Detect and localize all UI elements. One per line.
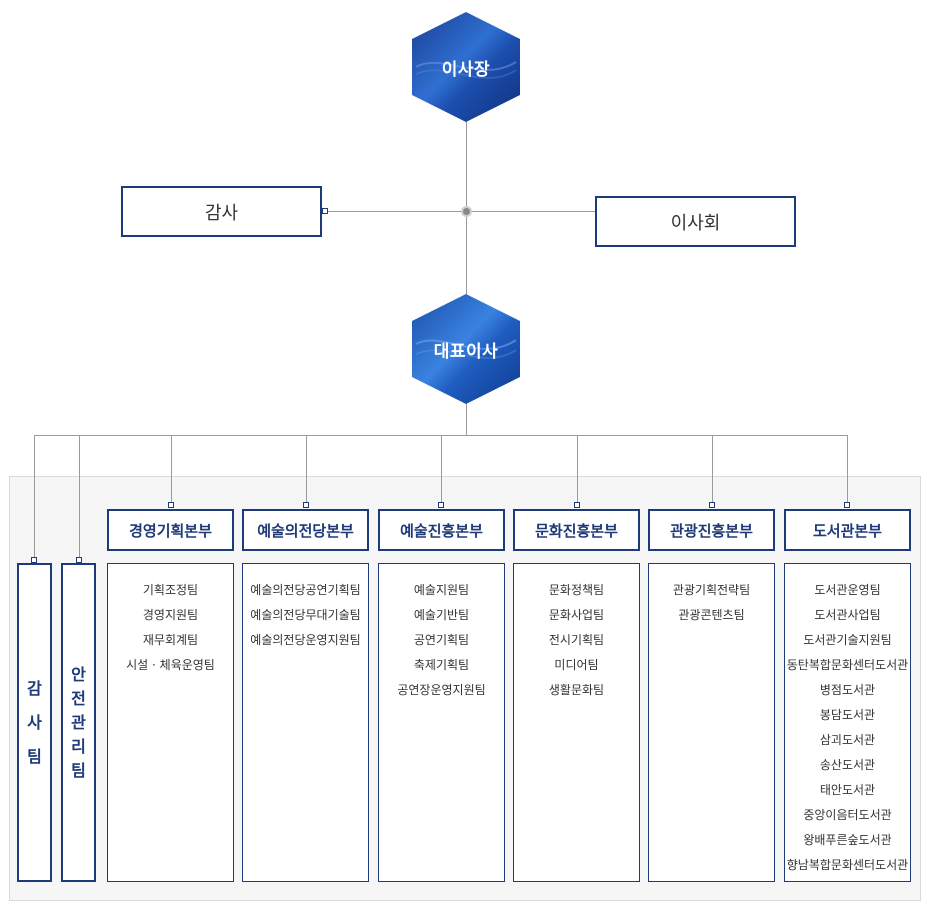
audit-team-char: 팀	[27, 746, 42, 766]
division-connector-dot	[168, 502, 174, 508]
team-item[interactable]: 공연기획팀	[413, 633, 470, 647]
team-item[interactable]: 생활문화팀	[548, 683, 605, 697]
audit-team-char: 사	[27, 712, 42, 732]
team-item[interactable]: 문화사업팀	[548, 608, 605, 622]
division-header-arts-promotion[interactable]: 예술진흥본부	[378, 509, 505, 551]
team-item[interactable]: 축제기획팀	[413, 658, 470, 672]
board-label: 이사회	[670, 212, 721, 234]
team-item[interactable]: 예술기반팀	[413, 608, 470, 622]
safety-team-char: 리	[71, 736, 86, 756]
audit-team-connector-dot	[31, 557, 37, 563]
ceo-label: 대표이사	[433, 341, 499, 362]
team-item[interactable]: 도서관사업팀	[814, 608, 881, 622]
team-item[interactable]: 공연장운영지원팀	[397, 683, 486, 697]
division-teams-culture-promotion: 문화정책팀 문화사업팀 전시기획팀 미디어팀 생활문화팀	[513, 563, 640, 882]
division-name: 문화진흥본부	[535, 521, 618, 540]
team-item[interactable]: 왕배푸른숲도서관	[803, 833, 892, 847]
team-item[interactable]: 전시기획팀	[548, 633, 605, 647]
safety-team-char: 전	[71, 688, 86, 708]
line-board-connector	[466, 211, 596, 212]
safety-team-connector-dot	[76, 557, 82, 563]
line-drop-div-4	[577, 435, 578, 505]
team-item[interactable]: 경영지원팀	[142, 608, 199, 622]
line-drop-safety-team	[79, 435, 80, 560]
line-audit-connector	[325, 211, 466, 212]
team-item[interactable]: 도서관기술지원팀	[803, 633, 892, 647]
audit-connector-dot	[322, 208, 328, 214]
safety-team-char: 팀	[71, 760, 86, 780]
division-connector-dot	[303, 502, 309, 508]
line-ceo-down	[466, 400, 467, 436]
team-item[interactable]: 동탄복합문화센터도서관	[786, 658, 909, 672]
team-item[interactable]: 재무회계팀	[142, 633, 199, 647]
team-item[interactable]: 관광콘텐츠팀	[678, 608, 745, 622]
team-item[interactable]: 태안도서관	[819, 783, 876, 797]
division-header-management[interactable]: 경영기획본부	[107, 509, 234, 551]
line-drop-div-6	[847, 435, 848, 505]
team-item[interactable]: 병점도서관	[819, 683, 876, 697]
board-box[interactable]: 이사회	[595, 196, 796, 247]
division-header-culture-promotion[interactable]: 문화진흥본부	[513, 509, 640, 551]
division-name: 예술진흥본부	[400, 521, 483, 540]
division-name: 도서관본부	[812, 521, 882, 540]
team-item[interactable]: 기획조정팀	[142, 583, 199, 597]
audit-box[interactable]: 감사	[121, 186, 322, 237]
team-item[interactable]: 도서관운영팀	[814, 583, 881, 597]
team-item[interactable]: 예술의전당운영지원팀	[250, 633, 361, 647]
division-connector-dot	[844, 502, 850, 508]
division-teams-arts-promotion: 예술지원팀 예술기반팀 공연기획팀 축제기획팀 공연장운영지원팀	[378, 563, 505, 882]
division-connector-dot	[438, 502, 444, 508]
division-name: 예술의전당본부	[257, 521, 354, 540]
audit-label: 감사	[204, 202, 239, 224]
safety-team-char: 안	[71, 664, 86, 684]
division-name: 경영기획본부	[129, 521, 212, 540]
division-name: 관광진흥본부	[670, 521, 753, 540]
hexagon-shape	[412, 294, 520, 404]
team-item[interactable]: 미디어팀	[554, 658, 599, 672]
audit-team-box[interactable]: 감 사 팀	[17, 563, 52, 882]
team-item[interactable]: 향남복합문화센터도서관	[786, 858, 909, 872]
division-teams-library: 도서관운영팀 도서관사업팀 도서관기술지원팀 동탄복합문화센터도서관 병점도서관…	[784, 563, 911, 882]
line-drop-audit-team	[34, 435, 35, 560]
hexagon-shape	[412, 12, 520, 122]
line-drop-div-1	[171, 435, 172, 505]
audit-team-char: 감	[27, 678, 42, 698]
team-item[interactable]: 예술의전당무대기술팀	[250, 608, 361, 622]
safety-team-char: 관	[71, 712, 86, 732]
division-header-library[interactable]: 도서관본부	[784, 509, 911, 551]
line-drop-div-2	[306, 435, 307, 505]
junction-node	[461, 206, 472, 217]
team-item[interactable]: 삼괴도서관	[819, 733, 876, 747]
division-teams-tourism: 관광기획전략팀 관광콘텐츠팀	[648, 563, 775, 882]
division-connector-dot	[709, 502, 715, 508]
division-connector-dot	[574, 502, 580, 508]
team-item[interactable]: 시설 · 체육운영팀	[126, 658, 215, 672]
chairman-label: 이사장	[441, 59, 491, 80]
line-drop-div-5	[712, 435, 713, 505]
team-item[interactable]: 중앙이음터도서관	[803, 808, 892, 822]
team-item[interactable]: 관광기획전략팀	[672, 583, 751, 597]
division-header-arts-center[interactable]: 예술의전당본부	[242, 509, 369, 551]
team-item[interactable]: 예술지원팀	[413, 583, 470, 597]
division-header-tourism[interactable]: 관광진흥본부	[648, 509, 775, 551]
division-teams-arts-center: 예술의전당공연기획팀 예술의전당무대기술팀 예술의전당운영지원팀	[242, 563, 369, 882]
team-item[interactable]: 봉담도서관	[819, 708, 876, 722]
ceo-node[interactable]: 대표이사	[411, 294, 521, 404]
division-teams-management: 기획조정팀 경영지원팀 재무회계팀 시설 · 체육운영팀	[107, 563, 234, 882]
chairman-node[interactable]: 이사장	[411, 12, 521, 122]
team-item[interactable]: 송산도서관	[819, 758, 876, 772]
line-drop-div-3	[441, 435, 442, 505]
team-item[interactable]: 문화정책팀	[548, 583, 605, 597]
team-item[interactable]: 예술의전당공연기획팀	[250, 583, 361, 597]
safety-team-box[interactable]: 안 전 관 리 팀	[61, 563, 96, 882]
